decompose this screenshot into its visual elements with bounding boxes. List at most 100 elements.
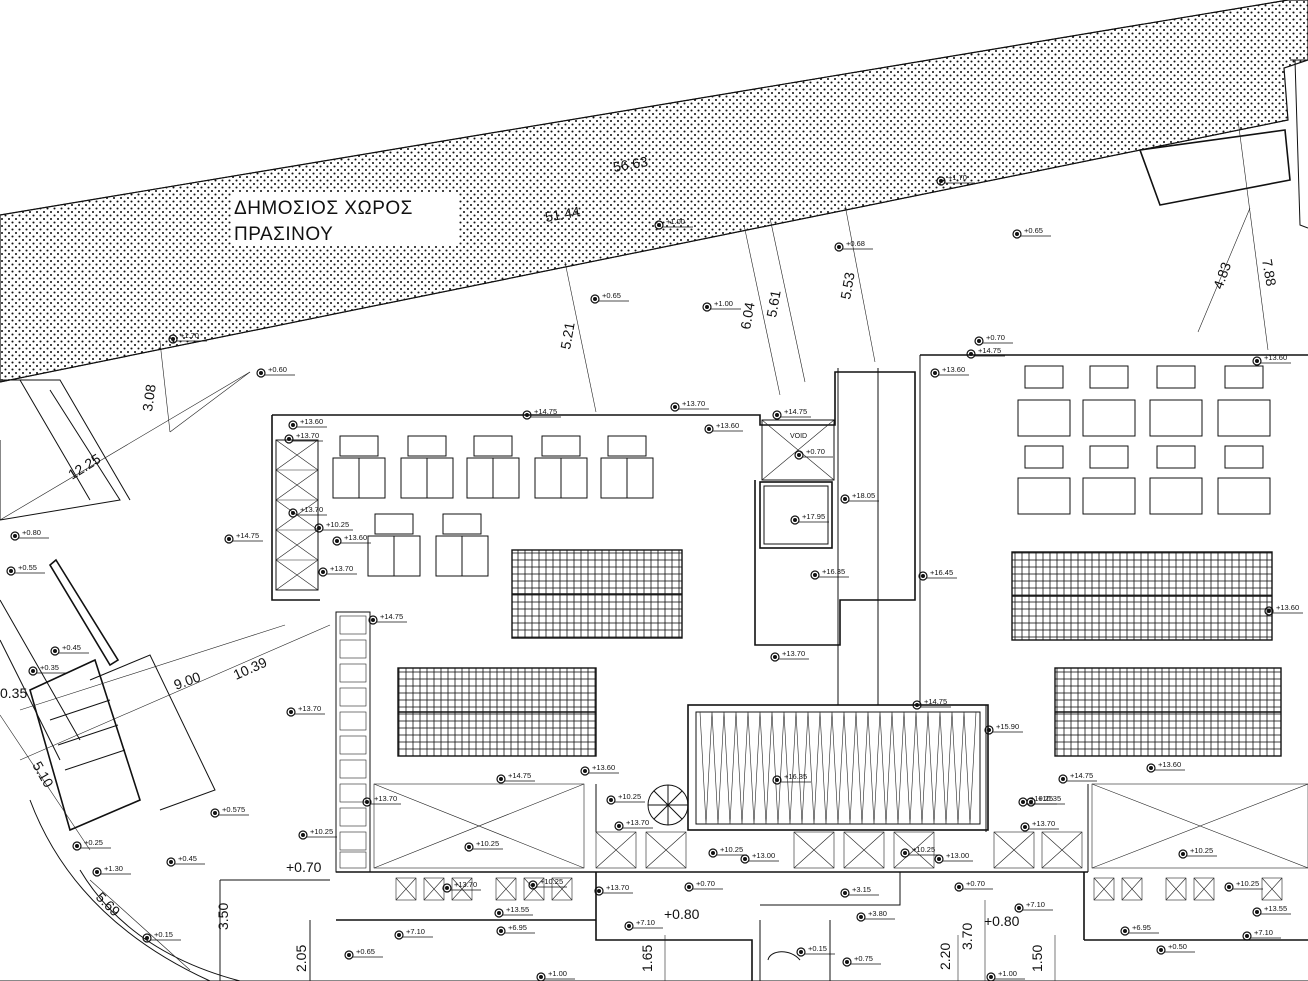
elevation-marker-dot bbox=[1227, 885, 1231, 889]
elevation-marker bbox=[210, 808, 220, 818]
elevation-label: +7.10 bbox=[1254, 928, 1273, 937]
dim-220: 2.20 bbox=[937, 943, 953, 970]
elevation-label: +13.60 bbox=[344, 533, 367, 542]
elevation-marker-dot bbox=[169, 860, 173, 864]
elevation-label: +14.75 bbox=[534, 407, 557, 416]
elevation-label: +13.00 bbox=[752, 851, 775, 860]
elevation-marker-dot bbox=[799, 950, 803, 954]
elevation-marker-dot bbox=[1123, 929, 1127, 933]
elevation-marker bbox=[528, 880, 538, 890]
elevation-marker bbox=[298, 830, 308, 840]
elevation-label: +0.80 bbox=[984, 913, 1020, 929]
elevation-marker-dot bbox=[1181, 852, 1185, 856]
elevation-marker-dot bbox=[609, 798, 613, 802]
elevation-marker-dot bbox=[531, 883, 535, 887]
dim-569: 5.69 bbox=[93, 889, 124, 920]
area-label-backdrop bbox=[232, 193, 458, 245]
elevation-marker bbox=[332, 536, 342, 546]
elevation-label: +6.95 bbox=[508, 923, 527, 932]
elevation-marker bbox=[900, 848, 910, 858]
elevation-label: +13.70 bbox=[454, 880, 477, 889]
elevation-marker-dot bbox=[497, 911, 501, 915]
dim-350: 3.50 bbox=[215, 903, 231, 930]
elevation-marker bbox=[740, 854, 750, 864]
elevation-marker-dot bbox=[921, 574, 925, 578]
elevation-marker-dot bbox=[593, 297, 597, 301]
elevation-marker bbox=[580, 766, 590, 776]
dim-1225: 12.25 bbox=[65, 450, 103, 482]
elevation-marker-dot bbox=[915, 703, 919, 707]
elevation-marker-dot bbox=[903, 851, 907, 855]
elevation-marker bbox=[1120, 926, 1130, 936]
elevation-label: +13.55 bbox=[506, 905, 529, 914]
elevation-marker bbox=[284, 434, 294, 444]
elevation-marker bbox=[10, 531, 20, 541]
elevation-label: +1.00 bbox=[548, 969, 567, 978]
elevation-marker bbox=[930, 368, 940, 378]
elevation-marker-dot bbox=[1021, 800, 1025, 804]
elevation-marker-dot bbox=[845, 960, 849, 964]
elevation-marker bbox=[954, 882, 964, 892]
elevation-marker bbox=[918, 571, 928, 581]
elevation-marker bbox=[1014, 903, 1024, 913]
elevation-marker-dot bbox=[317, 526, 321, 530]
elevation-marker-dot bbox=[53, 649, 57, 653]
elevation-label: +10.25 bbox=[540, 877, 563, 886]
cross-braced-areas bbox=[373, 783, 1308, 869]
elevation-label: +1.00 bbox=[714, 299, 733, 308]
elevation-marker bbox=[974, 336, 984, 346]
elevation-marker-dot bbox=[171, 337, 175, 341]
elevation-label: +13.60 bbox=[1158, 760, 1181, 769]
elevation-label: +0.45 bbox=[178, 854, 197, 863]
elevation-label: +1.70 bbox=[180, 331, 199, 340]
elevation-marker bbox=[1156, 945, 1166, 955]
elevation-marker-dot bbox=[843, 891, 847, 895]
elevation-label: +0.65 bbox=[356, 947, 375, 956]
elevation-marker bbox=[494, 908, 504, 918]
elevation-marker bbox=[1252, 907, 1262, 917]
elevation-marker-dot bbox=[291, 423, 295, 427]
elevation-marker bbox=[670, 402, 680, 412]
elevation-marker-dot bbox=[597, 889, 601, 893]
elevation-labels: +1.70 +1.70 +1.00 +0.65 +0.68 +0.65 +1.0… bbox=[18, 173, 1299, 978]
elevation-marker bbox=[984, 725, 994, 735]
elevation-label: +13.70 bbox=[374, 794, 397, 803]
elevation-marker bbox=[318, 567, 328, 577]
crossed-boxes-lower bbox=[395, 831, 1283, 901]
elevation-label: +7.10 bbox=[406, 927, 425, 936]
area-label-line1: ΔΗΜΟΣΙΟΣ ΧΩΡΟΣ bbox=[234, 198, 413, 219]
void-label: VOID bbox=[790, 433, 807, 440]
dim-1039: 10.39 bbox=[231, 654, 270, 683]
public-green-space-band bbox=[0, 0, 1308, 383]
elevation-marker-dot bbox=[321, 570, 325, 574]
elevation-marker bbox=[50, 646, 60, 656]
elevation-marker bbox=[834, 242, 844, 252]
elevation-marker bbox=[704, 424, 714, 434]
elevation-marker bbox=[1058, 774, 1068, 784]
elevation-label: +15.90 bbox=[996, 722, 1019, 731]
elevation-marker-dot bbox=[365, 800, 369, 804]
elevation-marker bbox=[1146, 763, 1156, 773]
elevation-marker-dot bbox=[287, 437, 291, 441]
dim-370: 3.70 bbox=[959, 923, 975, 950]
elevation-marker-dot bbox=[843, 497, 847, 501]
elevation-label: +1.30 bbox=[104, 864, 123, 873]
elevation-marker bbox=[28, 666, 38, 676]
elevation-marker-dot bbox=[335, 539, 339, 543]
elevation-marker bbox=[1178, 849, 1188, 859]
elevation-label: +10.25 bbox=[310, 827, 333, 836]
elevation-marker-dot bbox=[445, 886, 449, 890]
elevation-marker-dot bbox=[711, 851, 715, 855]
dim-150: 1.50 bbox=[1029, 945, 1045, 972]
elevation-label: +13.70 bbox=[606, 883, 629, 892]
elevation-marker-dot bbox=[617, 824, 621, 828]
elevation-marker-dot bbox=[1029, 800, 1033, 804]
elevation-marker-dot bbox=[539, 975, 543, 979]
dim-165: 1.65 bbox=[639, 945, 655, 972]
elevation-marker bbox=[168, 334, 178, 344]
elevation-marker-dot bbox=[775, 413, 779, 417]
elevation-label: +0.68 bbox=[846, 239, 865, 248]
elevation-marker-dot bbox=[813, 573, 817, 577]
elevation-marker-dot bbox=[1017, 906, 1021, 910]
dim-521: 5.21 bbox=[557, 321, 578, 351]
